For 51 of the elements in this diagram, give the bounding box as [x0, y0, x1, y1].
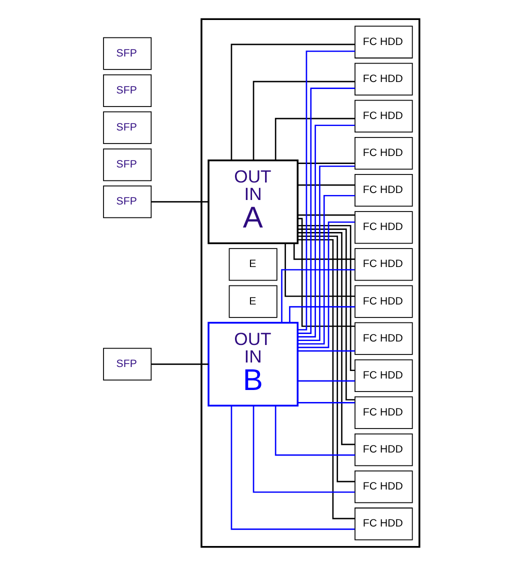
connector	[284, 244, 354, 297]
node-box: FC HDD	[354, 322, 412, 355]
connector	[297, 350, 354, 352]
node-box: FC HDD	[354, 396, 412, 430]
connector	[297, 232, 354, 446]
connector	[297, 194, 354, 345]
node-box: FC HDD	[354, 136, 412, 170]
node-box: FC HDD	[354, 174, 412, 207]
node-box: FC HDD	[354, 248, 412, 281]
node-box: SFP	[102, 148, 152, 182]
connector	[297, 214, 354, 216]
node-box: FC HDD	[354, 470, 412, 504]
node-box: FC HDD	[354, 285, 412, 318]
node-box: FC HDD	[354, 100, 412, 133]
node-box: OUT IN B	[207, 322, 298, 407]
connector	[297, 228, 354, 400]
connector	[252, 406, 354, 493]
node-box: SFP	[102, 348, 152, 380]
connector	[297, 218, 354, 327]
connector	[288, 306, 354, 322]
connector	[230, 44, 354, 160]
connector	[297, 124, 354, 338]
connector	[150, 364, 208, 365]
connector	[297, 221, 354, 348]
node-box: SFP	[102, 37, 152, 70]
node-box: SFP	[102, 186, 152, 218]
connector	[297, 380, 354, 382]
node-box: E	[228, 285, 277, 318]
cluster	[200, 18, 420, 548]
node-box: SFP	[102, 111, 152, 144]
connector	[292, 244, 354, 260]
connector	[230, 406, 354, 530]
connector	[252, 80, 354, 160]
connector	[297, 184, 354, 186]
connector	[150, 201, 208, 202]
node-box: SFP	[102, 74, 152, 107]
connector	[297, 162, 354, 164]
connector	[297, 166, 354, 342]
connector	[274, 406, 354, 456]
node-box: FC HDD	[354, 26, 412, 58]
connector	[297, 224, 354, 372]
node-box: OUT IN A	[207, 159, 298, 244]
node-box: FC HDD	[354, 508, 412, 540]
node-box: FC HDD	[354, 62, 412, 96]
node-box: FC HDD	[354, 433, 412, 466]
connector	[280, 269, 354, 322]
node-box: FC HDD	[354, 359, 412, 392]
node-box: E	[228, 248, 277, 281]
connector	[297, 402, 354, 404]
connector	[274, 118, 354, 160]
node-box: FC HDD	[354, 211, 412, 244]
